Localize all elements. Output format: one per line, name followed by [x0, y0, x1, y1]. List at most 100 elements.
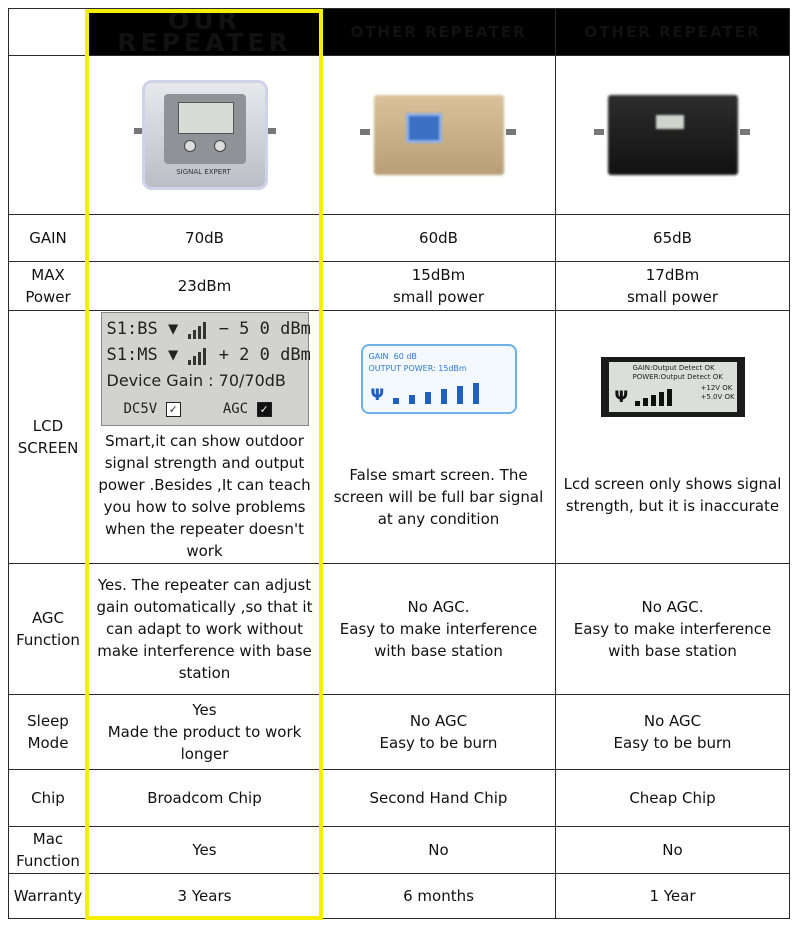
agc-other2-line1: No AGC.	[641, 598, 704, 616]
power-other2: 17dBm small power	[555, 261, 790, 311]
power-ours: 23dBm	[87, 261, 322, 311]
image-row: SIGNAL EXPERT	[8, 55, 790, 215]
other2-lcd-line4: +5.0V OK	[700, 393, 735, 401]
antenna-icon: ▼	[167, 345, 179, 365]
sleep-other1: No AGC Easy to be burn	[321, 694, 556, 770]
lcd-device-gain: Device Gain : 70/70dB	[106, 371, 286, 390]
lcd-dc5v-label: DC5V	[123, 401, 158, 417]
lcd-label-line2: SCREEN	[17, 439, 79, 457]
sleep-other2: No AGC Easy to be burn	[555, 694, 790, 770]
power-other2-line1: 17dBm	[645, 266, 700, 284]
comparison-table: OUR REPEATER OTHER REPEATER OTHER REPEAT…	[8, 8, 790, 919]
gain-row: GAIN 70dB 60dB 65dB	[8, 214, 790, 262]
header-our-repeater: OUR REPEATER	[87, 8, 322, 56]
sleep-ours-line2: Made the product to work longer	[107, 723, 302, 763]
chip-ours: Broadcom Chip	[87, 769, 322, 827]
mac-label-line1: Mac	[32, 830, 64, 848]
sleep-other1-line2: Easy to be burn	[379, 734, 498, 752]
antenna-icon: Ψ	[614, 387, 629, 406]
warranty-ours: 3 Years	[87, 873, 322, 919]
power-label-line1: MAX	[31, 266, 65, 284]
header-row: OUR REPEATER OTHER REPEATER OTHER REPEAT…	[8, 8, 790, 56]
lcd-row: LCD SCREEN S1:BS ▼ − 5 0 dBm S1:MS ▼ + 2…	[8, 310, 790, 564]
lcd-ours: S1:BS ▼ − 5 0 dBm S1:MS ▼ + 2 0 dBm Devi…	[87, 310, 322, 564]
our-lcd-screen: S1:BS ▼ − 5 0 dBm S1:MS ▼ + 2 0 dBm Devi…	[100, 312, 311, 426]
power-other1-line2: small power	[392, 288, 485, 306]
mac-label-line2: Function	[16, 852, 80, 870]
sleep-ours-line1: Yes	[192, 701, 217, 719]
power-label-line2: Power	[25, 288, 71, 306]
header-other-repeater-2: OTHER REPEATER	[555, 8, 790, 56]
agc-label: AGC Function	[8, 563, 88, 695]
agc-other2: No AGC. Easy to make interference with b…	[555, 563, 790, 695]
sleep-ours: Yes Made the product to work longer	[87, 694, 322, 770]
other1-lcd-output-label: OUTPUT POWER:	[368, 364, 436, 373]
mac-other1: No	[321, 826, 556, 874]
agc-other1-line2: Easy to make interference with base stat…	[339, 620, 538, 660]
signal-bars-icon	[188, 319, 208, 339]
power-other1: 15dBm small power	[321, 261, 556, 311]
lcd-bs-label: S1:BS	[106, 319, 158, 339]
power-other2-line2: small power	[626, 288, 719, 306]
agc-ours: Yes. The repeater can adjust gain outoma…	[87, 563, 322, 695]
other2-lcd-line3: +12V OK	[700, 384, 733, 392]
signal-bars-icon	[188, 345, 208, 365]
warranty-label: Warranty	[8, 873, 88, 919]
warranty-other1: 6 months	[321, 873, 556, 919]
lcd-other1-text: False smart screen. The screen will be f…	[333, 466, 544, 528]
gain-other1: 60dB	[321, 214, 556, 262]
warranty-other2: 1 Year	[555, 873, 790, 919]
black-repeater-image	[588, 85, 758, 185]
agc-label-line2: Function	[16, 631, 80, 649]
sleep-other2-line1: No AGC	[643, 712, 702, 730]
power-row: MAX Power 23dBm 15dBm small power 17dBm …	[8, 261, 790, 311]
power-other1-line1: 15dBm	[411, 266, 466, 284]
chip-other2: Cheap Chip	[555, 769, 790, 827]
sleep-label: Sleep Mode	[8, 694, 88, 770]
mac-row: Mac Function Yes No No	[8, 826, 790, 874]
lcd-label: LCD SCREEN	[8, 310, 88, 564]
other1-lcd-gain-value: 60 dB	[393, 352, 417, 361]
chip-other1: Second Hand Chip	[321, 769, 556, 827]
agc-other1-line1: No AGC.	[407, 598, 470, 616]
lcd-other2-text: Lcd screen only shows signal strength, b…	[563, 475, 782, 515]
signal-bars-icon	[392, 382, 489, 404]
lcd-bs-value: − 5 0 dBm	[218, 319, 311, 339]
gold-repeater-image	[354, 85, 524, 185]
sleep-label-line1: Sleep	[27, 712, 69, 730]
antenna-icon: ▼	[167, 319, 179, 339]
agc-label-line1: AGC	[31, 609, 65, 627]
agc-ours-text: Yes. The repeater can adjust gain outoma…	[96, 576, 313, 682]
gain-label: GAIN	[8, 214, 88, 262]
sleep-row: Sleep Mode Yes Made the product to work …	[8, 694, 790, 770]
agc-row: AGC Function Yes. The repeater can adjus…	[8, 563, 790, 695]
mac-label: Mac Function	[8, 826, 88, 874]
other1-lcd-screen: GAIN 60 dB OUTPUT POWER: 15dBm Ψ	[360, 344, 517, 414]
other1-device-cell	[321, 55, 556, 215]
lcd-ms-label: S1:MS	[106, 345, 158, 365]
power-label: MAX Power	[8, 261, 88, 311]
other2-lcd-line1: GAIN:Output Detect OK	[632, 364, 715, 372]
lcd-agc-label: AGC	[222, 401, 249, 417]
lcd-other2: GAIN:Output Detect OK POWER:Output Detec…	[555, 310, 790, 564]
image-label-cell	[8, 55, 88, 215]
sleep-label-line2: Mode	[27, 734, 69, 752]
sleep-other2-line2: Easy to be burn	[613, 734, 732, 752]
chip-row: Chip Broadcom Chip Second Hand Chip Chea…	[8, 769, 790, 827]
chip-label: Chip	[8, 769, 88, 827]
lcd-other1: GAIN 60 dB OUTPUT POWER: 15dBm Ψ False s…	[321, 310, 556, 564]
lcd-label-line1: LCD	[32, 417, 64, 435]
other2-lcd-line2: POWER:Output Detect OK	[632, 373, 723, 381]
our-device-cell: SIGNAL EXPERT	[87, 55, 322, 215]
sleep-other1-line1: No AGC	[409, 712, 468, 730]
gain-ours: 70dB	[87, 214, 322, 262]
mac-other2: No	[555, 826, 790, 874]
other2-lcd-screen: GAIN:Output Detect OK POWER:Output Detec…	[600, 357, 745, 417]
other1-lcd-gain-label: GAIN	[368, 352, 389, 361]
other1-lcd-output-value: 15dBm	[438, 364, 467, 373]
agc-other2-line2: Easy to make interference with base stat…	[573, 620, 772, 660]
header-blank-cell	[8, 8, 88, 56]
mac-ours: Yes	[87, 826, 322, 874]
warranty-row: Warranty 3 Years 6 months 1 Year	[8, 873, 790, 919]
lcd-ours-text: Smart,it can show outdoor signal strengt…	[98, 432, 311, 560]
